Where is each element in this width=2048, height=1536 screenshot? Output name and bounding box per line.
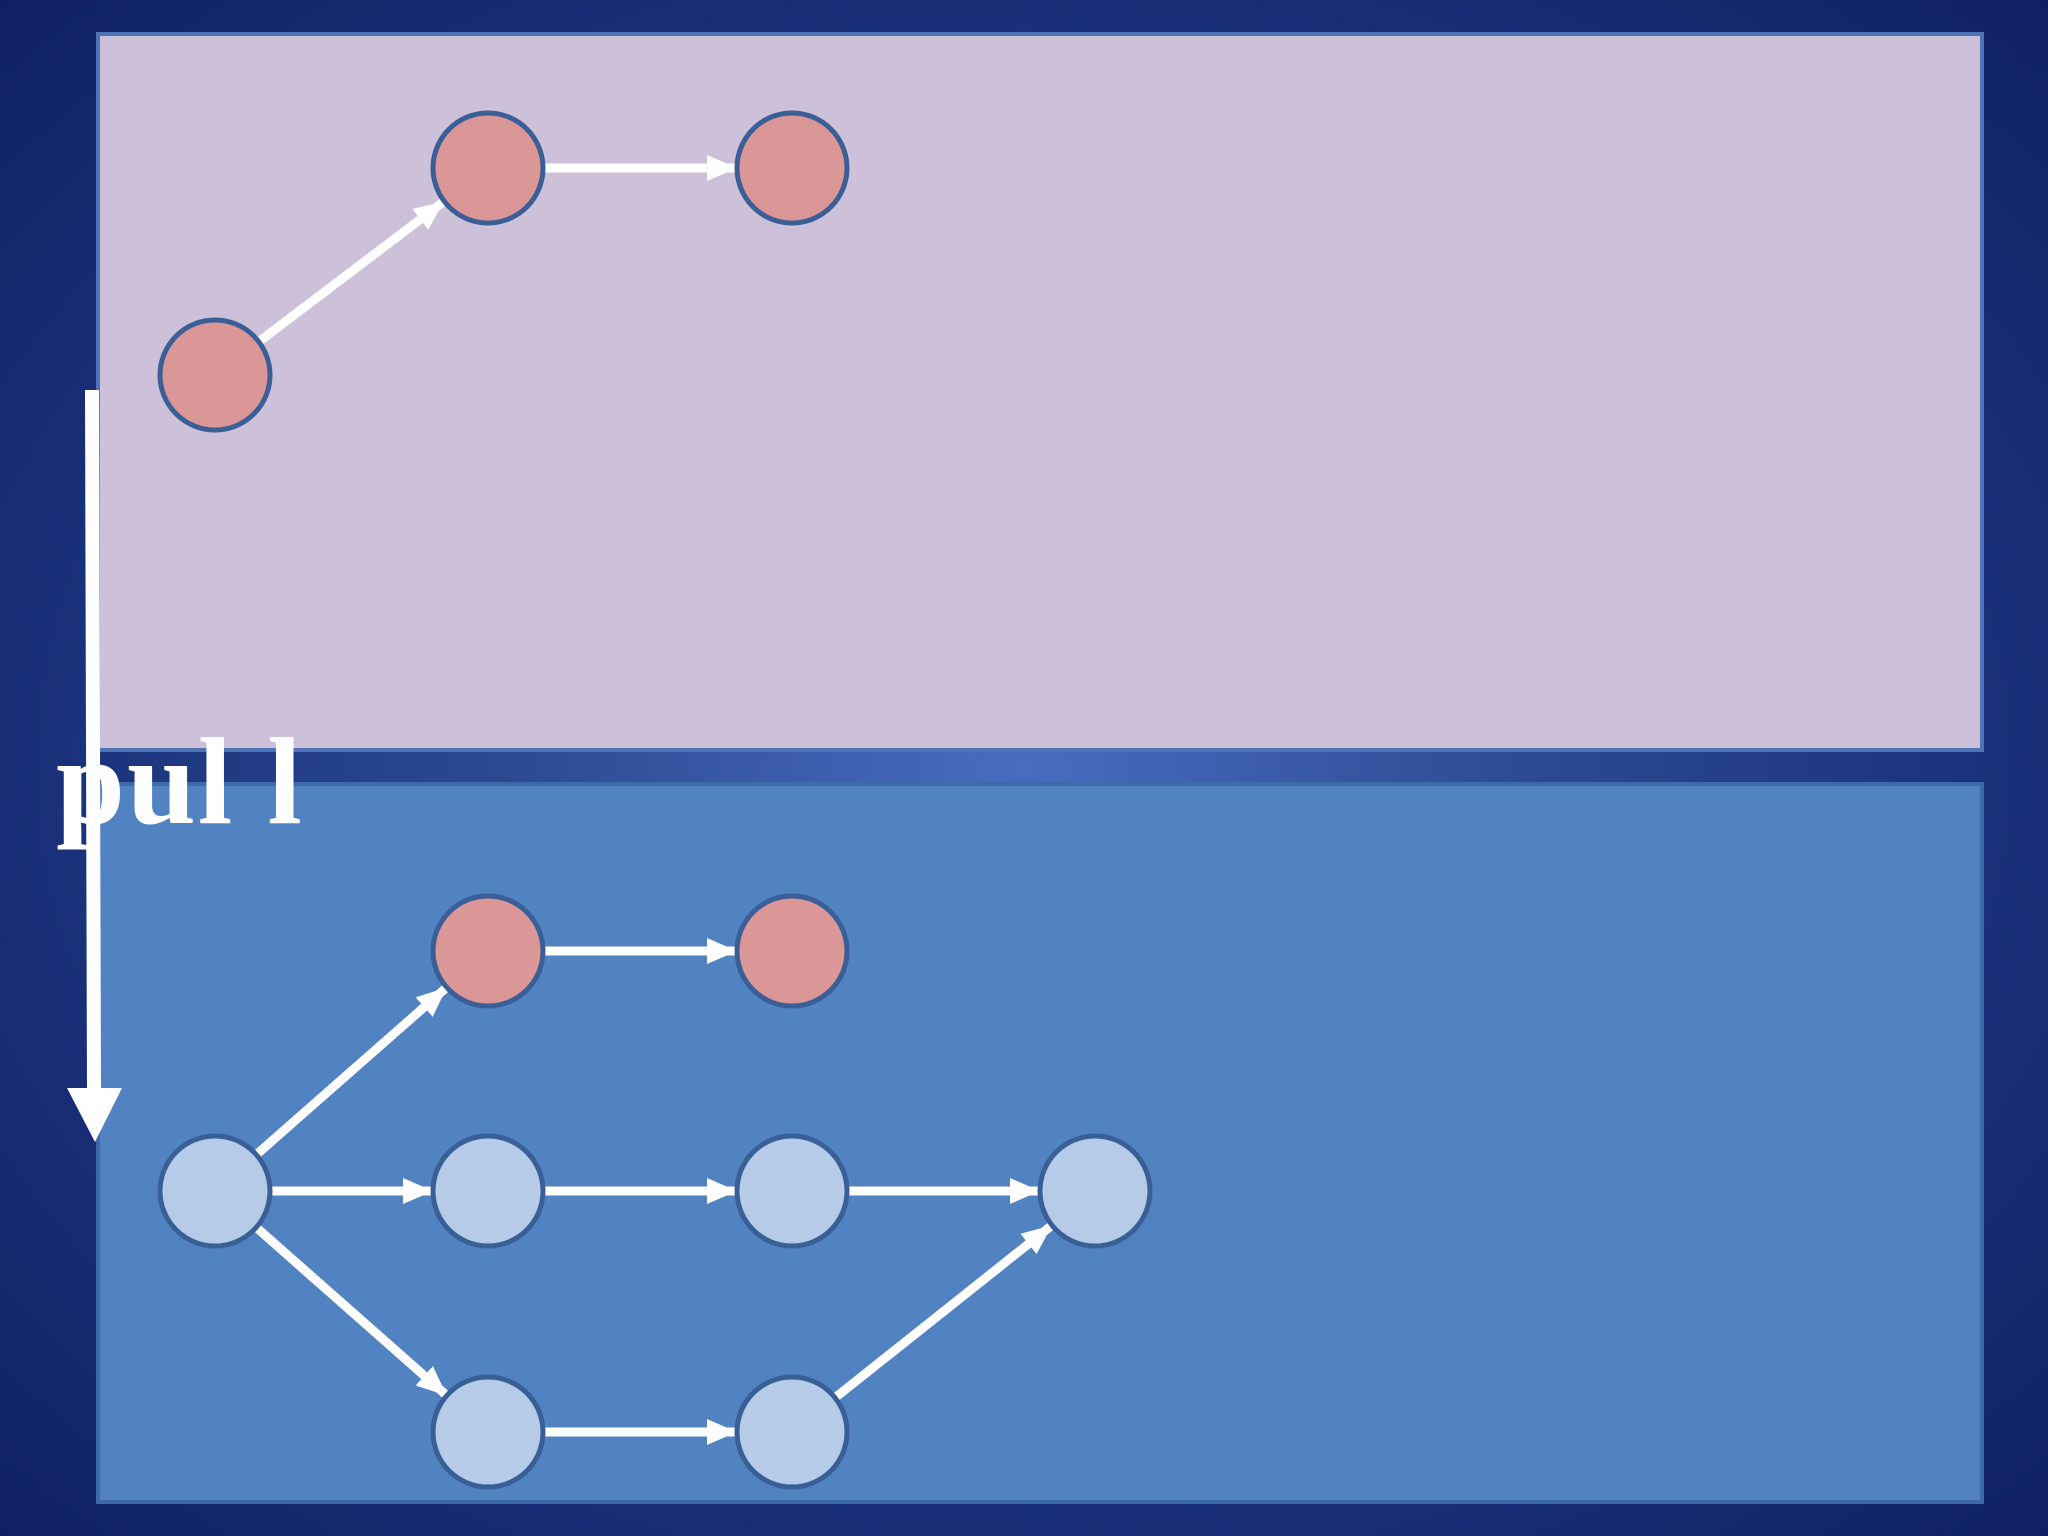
bottom-commit-node-b_f (734, 1374, 850, 1490)
top-commit-node-t1 (157, 317, 273, 433)
top-edge-t1-to-t2 (256, 198, 446, 346)
nodes-layer (157, 110, 1153, 1490)
destination-repository-panel (96, 782, 1984, 1504)
bottom-edge-b_f-to-b_d (832, 1222, 1054, 1402)
edges-layer (253, 155, 1054, 1445)
bottom-edge-b_a-to-b_r1 (253, 985, 449, 1159)
bottom-commit-node-b_c (734, 1133, 850, 1249)
top-commit-node-t2 (430, 110, 546, 226)
pull-arrow-head (67, 1088, 122, 1142)
pull-label: pul l (56, 713, 304, 850)
pull-arrow-shaft (85, 389, 101, 1096)
bottom-commit-node-b_d (1037, 1133, 1153, 1249)
bottom-commit-node-b_e (430, 1374, 546, 1490)
bottom-edge-b_a-to-b_e (253, 1224, 449, 1398)
bottom-commit-node-b_r1 (430, 893, 546, 1009)
bottom-commit-node-b_a (157, 1133, 273, 1249)
source-repository-panel (96, 32, 1984, 752)
bottom-commit-node-b_r2 (734, 893, 850, 1009)
pull-arrow (67, 389, 122, 1142)
bottom-commit-node-b_b (430, 1133, 546, 1249)
top-commit-node-t3 (734, 110, 850, 226)
